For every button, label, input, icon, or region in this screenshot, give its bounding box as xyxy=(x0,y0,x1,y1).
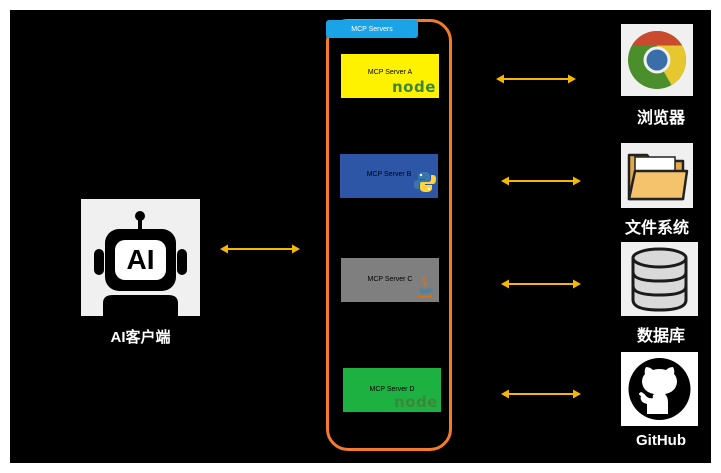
ai-client-tile: AI xyxy=(81,199,200,316)
svg-text:node: node xyxy=(392,78,436,96)
database-icon xyxy=(631,247,688,312)
mcp-server-b-label: MCP Server B xyxy=(366,171,412,178)
database-tile xyxy=(621,242,698,316)
arrow-server-a-browser xyxy=(496,74,576,84)
browser-tile xyxy=(621,24,693,96)
filesystem-label: 文件系统 xyxy=(624,220,689,237)
mcp-server-d-label: MCP Server D xyxy=(369,386,415,393)
browser-label: 浏览器 xyxy=(636,110,685,127)
chrome-icon xyxy=(628,31,686,89)
mcp-server-c: MCP Server C xyxy=(341,258,439,302)
python-logo-icon xyxy=(414,172,436,192)
arrow-server-c-database xyxy=(501,279,581,289)
robot-icon: AI xyxy=(94,211,187,316)
github-tile xyxy=(621,352,698,426)
mcp-servers-title: MCP Servers xyxy=(326,20,418,38)
ai-logo-text: AI xyxy=(127,244,155,275)
arrow-client-servers xyxy=(220,244,300,254)
ai-client-label: AI客户端 xyxy=(110,329,171,346)
mcp-server-b: MCP Server B xyxy=(340,154,438,198)
github-label: GitHub xyxy=(636,432,686,449)
filesystem-tile xyxy=(621,143,693,208)
nodejs-logo-icon: node xyxy=(392,78,436,96)
mcp-server-a-label: MCP Server A xyxy=(367,69,413,76)
mcp-server-d: MCP Server D node xyxy=(343,368,441,412)
arrow-server-d-github xyxy=(501,389,581,399)
mcp-server-a: MCP Server A node xyxy=(341,54,439,98)
folder-icon xyxy=(627,153,689,201)
arrow-server-b-filesystem xyxy=(501,176,581,186)
database-label: 数据库 xyxy=(636,328,685,345)
github-icon xyxy=(628,358,691,420)
nodejs-logo-icon: node xyxy=(394,393,438,411)
svg-text:node: node xyxy=(394,393,438,411)
mcp-server-c-label: MCP Server C xyxy=(367,276,413,283)
java-logo-icon xyxy=(417,276,433,298)
